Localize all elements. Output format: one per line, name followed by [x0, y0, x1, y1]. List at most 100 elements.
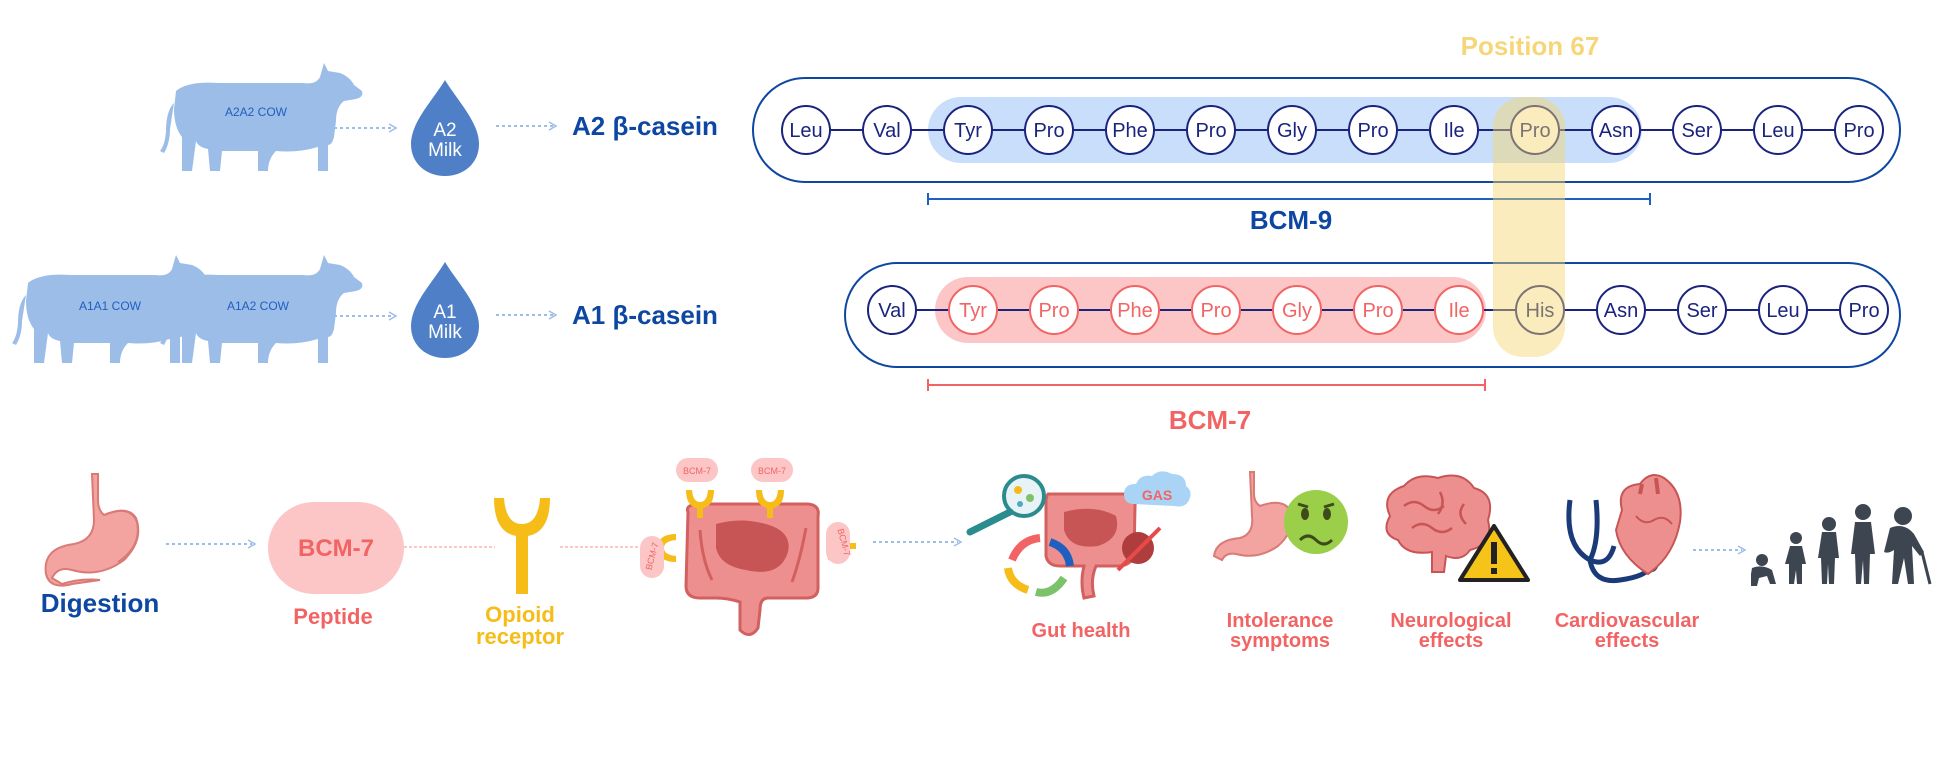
residue-circle	[1110, 285, 1160, 335]
a2-cow: A2A2 COW	[160, 63, 363, 171]
residue-circle	[948, 285, 998, 335]
residue-label: Tyr	[954, 120, 982, 142]
residue-label: Asn	[1599, 120, 1633, 142]
residue-label: Phe	[1112, 120, 1148, 142]
stomach-icon	[44, 473, 140, 587]
gut-tag-text: BCM-7	[758, 466, 786, 476]
residue-circle	[1029, 285, 1079, 335]
stomach-digestion: Digestion	[41, 473, 159, 618]
residue-circle	[1510, 105, 1560, 155]
residue-label: Tyr	[959, 300, 987, 322]
residue-label: Val	[873, 120, 900, 142]
residue-label: Pro	[1362, 300, 1393, 322]
intestine-with-receptors: BCM-7 BCM-7 BCM-7 BCM-7	[640, 458, 856, 636]
residue-label: Pro	[1848, 300, 1879, 322]
a1-chain-frame	[844, 262, 1901, 368]
residue-label: Ile	[1448, 300, 1469, 322]
residue-label: Ser	[1681, 120, 1712, 142]
residue-label: Pro	[1357, 120, 1388, 142]
residue-label: Val	[878, 300, 905, 322]
cycle-arrows-icon	[1004, 534, 1074, 597]
residue-label: Ile	[1443, 120, 1464, 142]
peptide-badge-text: BCM-7	[298, 535, 374, 562]
intolerance-symptoms: Intolerance symptoms	[1212, 471, 1348, 652]
residue-circle	[1834, 105, 1884, 155]
people-age-icon	[1751, 504, 1932, 586]
residue-circle	[1839, 285, 1889, 335]
residue-label: Leu	[1761, 120, 1794, 142]
intolerance-line1: Intolerance	[1227, 610, 1334, 632]
stomach-icon	[1212, 471, 1293, 562]
gas-label: GAS	[1142, 487, 1172, 503]
residue-circle	[862, 105, 912, 155]
brain-icon	[1385, 474, 1492, 573]
bcm7-label: BCM-7	[1169, 405, 1251, 435]
residue-circle	[1429, 105, 1479, 155]
neurological-effects: Neurological effects	[1385, 474, 1530, 652]
gas-cloud-icon: GAS	[1124, 471, 1191, 507]
residue-label: Leu	[789, 120, 822, 142]
a1-milk-drop: A1 Milk	[411, 262, 479, 358]
residue-circle	[1591, 105, 1641, 155]
no-food-icon	[1116, 526, 1162, 572]
intestine-icon	[684, 502, 820, 636]
a2-drop-line1: A2	[433, 120, 456, 141]
position-67-label: Position 67	[1461, 31, 1600, 61]
cardiovascular-effects: Cardiovascular effects	[1555, 474, 1699, 652]
a2-milk-drop: A2 Milk	[411, 80, 479, 176]
residue-label: Pro	[1033, 120, 1064, 142]
residue-circle	[1515, 285, 1565, 335]
cardio-line2: effects	[1595, 630, 1659, 652]
residue-label: Pro	[1200, 300, 1231, 322]
warning-icon	[1458, 524, 1530, 582]
opioid-receptor-icon	[494, 498, 550, 594]
bcm9-label: BCM-9	[1250, 205, 1332, 235]
residue-label: Gly	[1282, 300, 1312, 322]
a2-drop-line2: Milk	[428, 140, 462, 161]
opioid-receptor: Opioid receptor	[476, 498, 564, 649]
a1a2-cow: A1A2 COW	[160, 255, 363, 363]
gut-health: GAS Gut health	[966, 471, 1191, 642]
residue-circle	[1348, 105, 1398, 155]
residue-label: Pro	[1195, 120, 1226, 142]
magnifier-icon	[966, 474, 1046, 536]
residue-circle	[867, 285, 917, 335]
residue-circle	[1267, 105, 1317, 155]
residue-circle	[1191, 285, 1241, 335]
a2a2-cow-label: A2A2 COW	[225, 105, 288, 119]
a2-chain-frame	[752, 77, 1901, 183]
bcm7-tags: BCM-7 BCM-7 BCM-7 BCM-7	[640, 458, 852, 578]
gut-health-label: Gut health	[1032, 620, 1131, 642]
digestion-label: Digestion	[41, 588, 159, 618]
a1a1-cow-label: A1A1 COW	[79, 299, 142, 313]
a1-casein-label: A1 β-casein	[572, 300, 718, 330]
residue-circle	[1672, 105, 1722, 155]
residue-circle	[1353, 285, 1403, 335]
residue-label: Pro	[1519, 120, 1550, 142]
residue-circle	[943, 105, 993, 155]
intolerance-line2: symptoms	[1230, 630, 1330, 652]
residue-circle	[1677, 285, 1727, 335]
residue-label: Asn	[1604, 300, 1638, 322]
residue-circle	[1272, 285, 1322, 335]
residue-label: Ser	[1686, 300, 1717, 322]
a1a2-cow-label: A1A2 COW	[227, 299, 290, 313]
a1a1-cow: A1A1 COW	[12, 255, 215, 363]
a1-drop-line1: A1	[433, 302, 456, 323]
residue-circle	[781, 105, 831, 155]
residue-label: Leu	[1766, 300, 1799, 322]
a1-drop-line2: Milk	[428, 322, 462, 343]
nauseated-face-icon	[1284, 490, 1348, 554]
residue-circle	[1753, 105, 1803, 155]
residue-label: His	[1526, 300, 1555, 322]
residue-circle	[1105, 105, 1155, 155]
residue-circle	[1434, 285, 1484, 335]
bcm7-peptide: BCM-7 Peptide	[268, 502, 404, 629]
heart-icon	[1614, 474, 1682, 576]
intestine-icon	[1044, 492, 1137, 600]
residue-circle	[1758, 285, 1808, 335]
position-67-highlight	[1493, 97, 1565, 357]
neuro-line2: effects	[1419, 630, 1483, 652]
